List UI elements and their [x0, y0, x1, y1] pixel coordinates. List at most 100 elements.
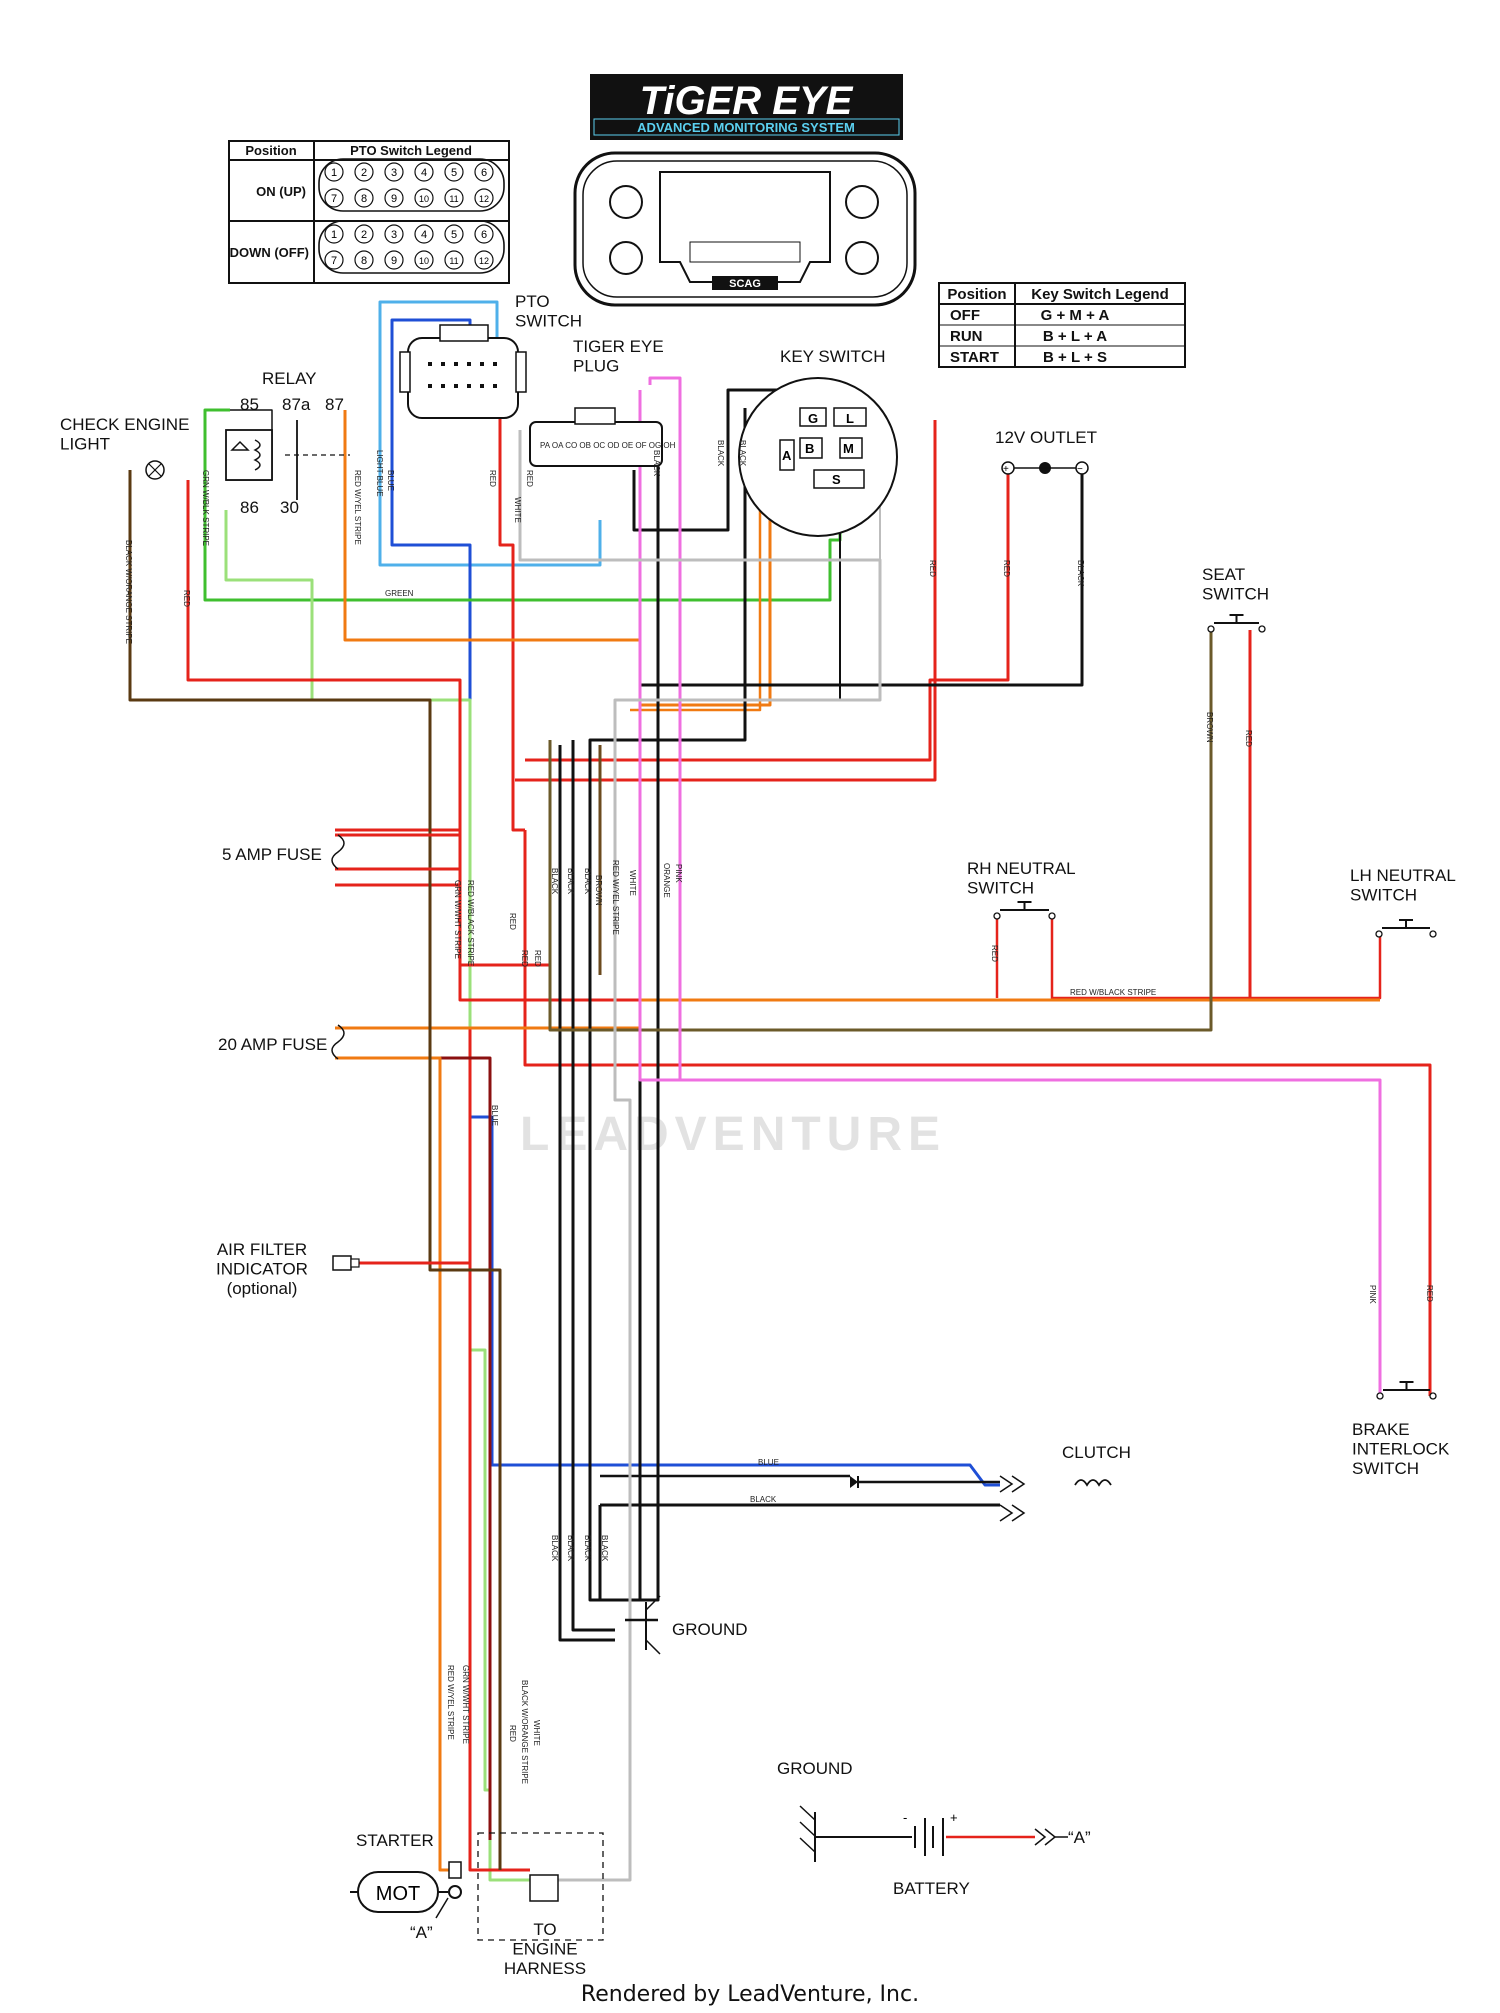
pto-connector-pin — [480, 384, 484, 388]
outlet-pin-plus: + — [1003, 464, 1009, 475]
wire-label: WHITE — [628, 870, 637, 896]
relay-pin-85: 85 — [240, 395, 259, 414]
pto-legend-pin-number: 12 — [479, 256, 489, 266]
ground-main-symbol — [625, 1595, 661, 1655]
pto-connector-pin — [493, 362, 497, 366]
key-legend-header-position: Position — [947, 286, 1006, 303]
clutch-symbol — [850, 1475, 1112, 1522]
wire-label: RED — [508, 913, 517, 930]
starter-motor-text: MOT — [376, 1883, 420, 1905]
wire-brown-seat — [548, 629, 1213, 1032]
wire-label: LIGHT BLUE — [375, 450, 384, 497]
fuse-5a-symbol — [331, 834, 345, 870]
wire-label: BLACK — [1076, 560, 1085, 587]
pto-legend-pin — [384, 188, 404, 208]
pto-legend-row-on: ON (UP) — [256, 184, 306, 199]
key-legend-start-value: B + L + S — [1043, 349, 1107, 366]
wire-label: GRN W/WHT STRIPE — [461, 1665, 470, 1744]
starter-symbol: MOT “A” — [350, 1861, 462, 1942]
wire-label: RED — [1425, 1285, 1434, 1302]
battery-pin-plus: + — [950, 1810, 958, 1825]
wire-label: BROWN — [594, 875, 603, 906]
wire-label: BLUE — [490, 1105, 499, 1126]
battery-symbol: - + “A” — [799, 1805, 1091, 1862]
pto-legend-pin-number: 3 — [391, 167, 397, 179]
wire-black-clutch — [598, 1503, 1000, 1600]
key-legend-run-value: B + L + A — [1043, 328, 1107, 345]
wire-label: BLACK — [716, 440, 725, 467]
pto-connector-pin — [480, 362, 484, 366]
pto-connector-pin — [428, 362, 432, 366]
key-legend-header-title: Key Switch Legend — [1031, 286, 1169, 303]
seat-switch-symbol — [1207, 614, 1266, 633]
starter-label: STARTER — [356, 1831, 434, 1850]
pto-switch-legend-table: Position PTO Switch Legend ON (UP) DOWN … — [228, 140, 510, 284]
pto-legend-header-title: PTO Switch Legend — [350, 143, 472, 158]
switch-symbols — [993, 614, 1437, 1400]
wire-label: WHITE — [532, 1720, 541, 1746]
wire-label: BLACK — [566, 868, 575, 895]
tiger-eye-display: SCAG — [573, 151, 917, 307]
pto-legend-pin — [354, 162, 374, 182]
wire-fuse-5a-leads — [335, 833, 460, 871]
pto-legend-pin — [324, 188, 344, 208]
pto-legend-pin-number: 11 — [449, 194, 458, 204]
wire-label: GREEN — [385, 589, 414, 598]
pto-legend-pin — [444, 162, 464, 182]
wire-light-blue — [378, 300, 602, 567]
key-legend-row-run: RUN — [950, 328, 983, 345]
pto-legend-pin-number: 9 — [391, 255, 397, 267]
display-button-4[interactable] — [845, 241, 879, 275]
wire-label: RED W/YEL STRIPE — [611, 860, 620, 935]
pto-legend-pin-number: 12 — [479, 194, 489, 204]
pto-legend-pin-number: 7 — [331, 255, 337, 267]
wire-label: RED — [1244, 730, 1253, 747]
pto-legend-pin — [474, 224, 494, 244]
fuse-20a-label: 20 AMP FUSE — [218, 1035, 327, 1054]
pto-legend-pin — [354, 250, 374, 270]
key-terminal-l: L — [846, 411, 854, 426]
wire-label: PINK — [674, 864, 683, 883]
wire-black-worange — [128, 470, 502, 1870]
wire-label: RED W/YEL STRIPE — [353, 470, 362, 545]
wire-red-outlet — [525, 468, 1010, 762]
wire-label: GRN W/WHT STRIPE — [453, 880, 462, 959]
key-terminal-s: S — [832, 472, 841, 487]
pto-connector-pin — [428, 384, 432, 388]
display-button-3[interactable] — [845, 185, 879, 219]
pto-legend-pin — [324, 224, 344, 244]
wire-black-outlet — [638, 468, 1084, 1600]
wire-label: BLACK — [738, 440, 747, 467]
wire-label: BLUE — [386, 470, 395, 491]
key-terminal-m: M — [843, 441, 854, 456]
pto-legend-pin-number: 9 — [391, 193, 397, 205]
battery-label: BATTERY — [893, 1879, 970, 1898]
ground-battery-label: GROUND — [777, 1759, 853, 1778]
lh-neutral-switch-symbol — [1375, 919, 1437, 938]
key-legend-row-start: START — [950, 349, 999, 366]
wire-black-diode — [600, 1474, 1000, 1484]
display-button-1[interactable] — [609, 185, 643, 219]
starter-ref-a: “A” — [410, 1923, 433, 1942]
display-button-2[interactable] — [609, 241, 643, 275]
wire-label: RED — [1002, 560, 1011, 577]
wire-red-key — [515, 420, 937, 782]
key-switch[interactable]: G L B M A S — [738, 377, 898, 537]
battery-pin-minus: - — [903, 1810, 907, 1825]
wire-label: BLACK — [652, 450, 661, 477]
air-filter-indicator — [332, 1255, 360, 1271]
pto-legend-pin-number: 8 — [361, 255, 367, 267]
tiger-eye-logo: TiGER EYE ADVANCED MONITORING SYSTEM — [590, 74, 903, 140]
wire-red-seat — [335, 630, 1252, 1002]
key-legend-row-off: OFF — [950, 307, 980, 324]
pto-legend-pin-number: 2 — [361, 229, 367, 241]
pto-legend-pin-number: 5 — [451, 229, 457, 241]
wire-pink — [648, 376, 682, 1080]
wire-label: WHITE — [513, 497, 522, 523]
